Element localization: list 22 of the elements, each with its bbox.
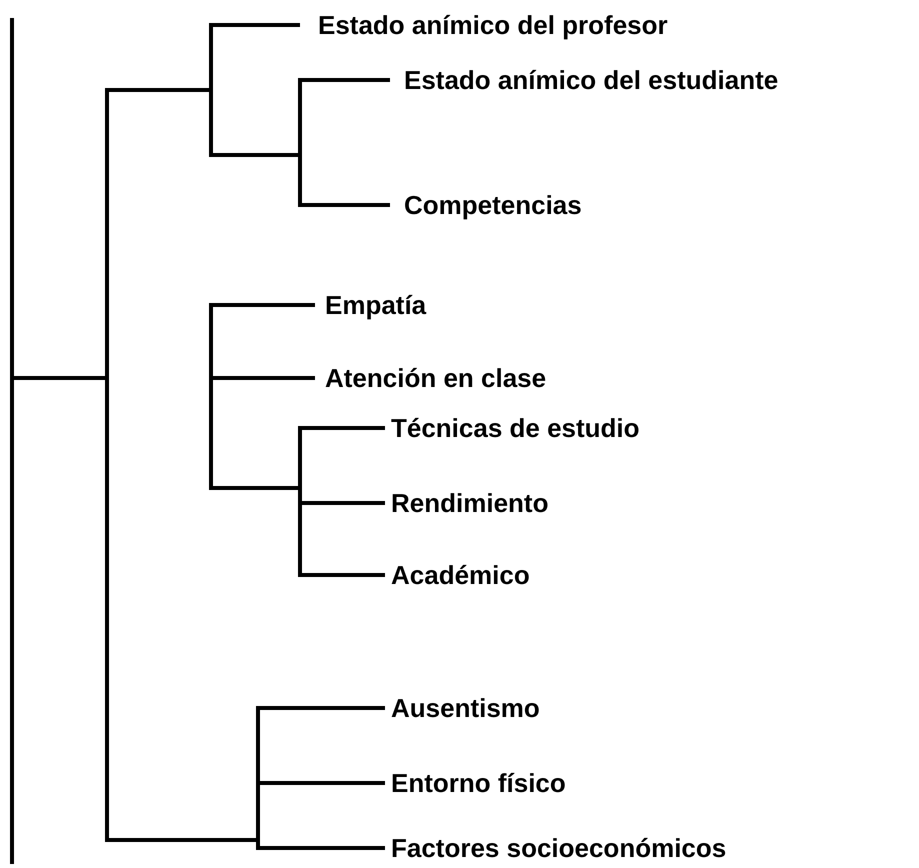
node-label: Factores socioeconómicos	[391, 835, 726, 861]
node-label: Ausentismo	[391, 695, 540, 721]
connector-line	[300, 426, 385, 430]
connector-line	[211, 23, 300, 27]
node-label: Empatía	[325, 292, 426, 318]
connector-line	[300, 78, 390, 82]
connector-line	[300, 573, 385, 577]
node-label: Técnicas de estudio	[391, 415, 640, 441]
connector-line	[300, 203, 390, 207]
node-label: Estado anímico del profesor	[318, 12, 668, 38]
node-label: Rendimiento	[391, 490, 548, 516]
connector-line	[211, 376, 315, 380]
node-label: Atención en clase	[325, 365, 546, 391]
connector-line	[300, 501, 385, 505]
connector-line	[258, 781, 385, 785]
connector-line	[211, 303, 315, 307]
node-label: Académico	[391, 562, 530, 588]
connector-line	[258, 846, 385, 850]
node-label: Competencias	[404, 192, 582, 218]
node-label: Entorno físico	[391, 770, 566, 796]
node-label: Estado anímico del estudiante	[404, 67, 778, 93]
connector-line	[258, 706, 385, 710]
